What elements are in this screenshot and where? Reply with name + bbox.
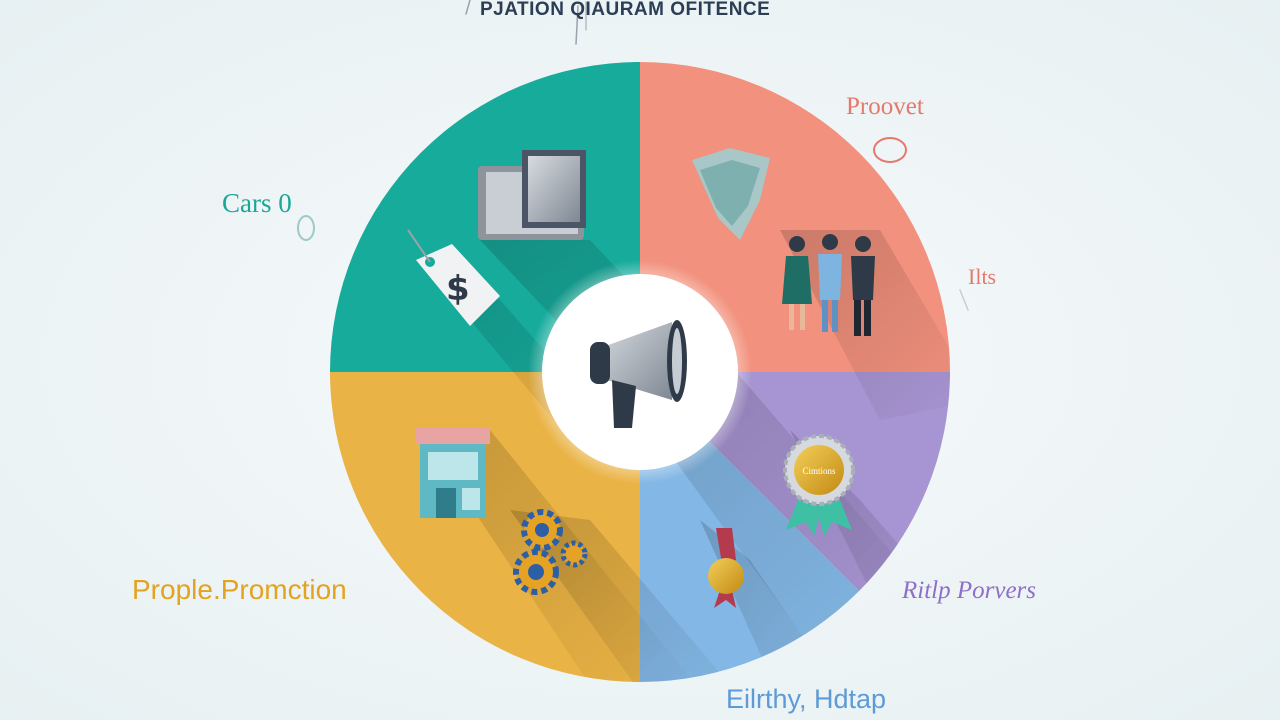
- label-bottom-right: Ritlp Porvers: [902, 577, 1037, 604]
- svg-text:$: $: [446, 269, 470, 309]
- price-tag-icon: $: [407, 229, 500, 326]
- medal-icon: [708, 528, 744, 608]
- label-left-top: Cars 0: [222, 188, 292, 218]
- gears-icon: [513, 509, 588, 595]
- people-icon: [782, 234, 875, 336]
- megaphone-icon: [590, 320, 687, 428]
- label-right-mid: Ilts: [968, 264, 997, 289]
- storefront-icon: [416, 428, 490, 518]
- label-top-right: Proovet: [846, 93, 924, 120]
- award-badge-icon: Cimtions: [783, 434, 855, 536]
- decorative-marks: [297, 0, 969, 311]
- label-bottom-left: Prople.Promction: [132, 574, 347, 605]
- label-bottom: Eilrthy, Hdtap: [726, 684, 887, 714]
- map-icon: [692, 148, 770, 240]
- diagram-title: PJATION QIAURAM OFITENCE: [480, 0, 770, 19]
- monitor-icon: [478, 150, 586, 240]
- title-text: PJATION QIAURAM OFITENCE: [480, 0, 771, 20]
- badge-text: Cimtions: [802, 466, 836, 476]
